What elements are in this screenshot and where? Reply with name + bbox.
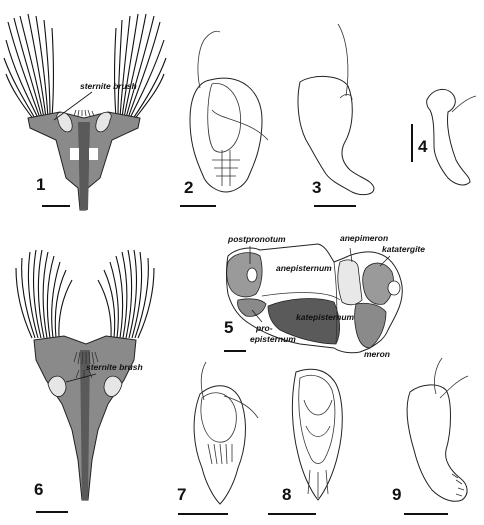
figure-5-postpronotum — [226, 252, 263, 298]
figure-6-lobe-left — [47, 375, 67, 397]
figure-8-arms — [303, 399, 333, 437]
figure-1-lobe-left — [56, 111, 73, 133]
figure-5-katatergite — [362, 262, 394, 305]
figure-5-spiracle-rear — [387, 280, 401, 296]
figure-8-inner — [298, 374, 336, 464]
figure-7-hatching — [207, 443, 233, 465]
figure-1-right-brush — [113, 13, 167, 121]
figure-5-leader-anepimeron — [349, 247, 353, 263]
figure-5-proepisternum — [237, 298, 267, 317]
figure-5-number: 5 — [224, 318, 233, 337]
figure-8-number: 8 — [282, 485, 291, 504]
figure-2-number: 2 — [184, 178, 193, 197]
figure-2-outline — [189, 77, 263, 193]
figure-5-thorax: postpronotum anepimeron katatergite anep… — [224, 233, 425, 359]
figure-7-genitalia: 7 — [177, 361, 259, 515]
figure-3-outline — [297, 76, 375, 196]
figure-1-number: 1 — [36, 175, 45, 194]
figure-5-label-episternum: episternum — [250, 334, 296, 344]
figure-1-setae — [73, 109, 95, 117]
figure-7-number: 7 — [177, 485, 186, 504]
figure-5-leader-proepisternum — [251, 309, 263, 323]
figure-2-base — [212, 150, 240, 186]
figure-1-median-stripe — [78, 122, 90, 210]
figure-5-label-anepimeron: anepimeron — [340, 233, 388, 243]
figure-1-label-sternite-brush: sternite brush — [80, 81, 137, 91]
figure-5-spiracle-front — [246, 267, 258, 283]
figure-5-label-katepisternum: katepisternum — [296, 312, 355, 322]
figure-5-anepimeron — [337, 259, 363, 306]
figure-7-seta — [200, 361, 259, 419]
figure-9-seta — [434, 357, 469, 399]
figure-5-leader-katatergite — [379, 255, 391, 267]
figure-2-hook — [197, 30, 269, 141]
figure-2-inner — [207, 83, 241, 153]
figure-9-outline — [406, 384, 468, 502]
figure-1-left-brush — [3, 13, 55, 121]
figure-1-lobe-right — [95, 111, 112, 133]
figure-3-gonostylus: 3 — [297, 23, 375, 207]
figure-6-right-brush — [97, 249, 155, 339]
figure-6-median-stripe — [80, 350, 90, 500]
figure-3-seta — [337, 23, 349, 97]
figure-3-number: 3 — [312, 178, 321, 197]
figure-6-left-brush — [15, 249, 73, 339]
figure-5-meron — [354, 302, 387, 349]
figure-1-pale-spot-left — [70, 148, 79, 160]
figure-5-label-postpronotum: postpronotum — [227, 234, 286, 244]
figure-5-label-anepisternum: anepisternum — [276, 263, 332, 273]
figure-9-gonostylus: 9 — [392, 357, 469, 515]
figure-6-label-line — [65, 373, 97, 383]
figure-4-number: 4 — [418, 137, 428, 156]
figure-8-genitalia: 8 — [268, 368, 343, 515]
figure-5-label-meron: meron — [364, 349, 390, 359]
figure-6-number: 6 — [34, 480, 43, 499]
figure-4-seta — [451, 95, 477, 113]
figure-6-setae — [73, 351, 99, 379]
figure-7-inner — [200, 392, 237, 443]
figure-4-outline — [426, 89, 471, 186]
figure-5-label-pro: pro- — [255, 323, 273, 333]
figure-6-label-sternite-brush: sternite brush — [86, 362, 143, 372]
figure-6-sternite: sternite brush 6 — [15, 249, 155, 513]
figure-1-pale-spot-right — [89, 148, 98, 160]
figure-8-tip — [307, 469, 329, 498]
figure-2-genitalia: 2 — [180, 30, 269, 207]
figure-5-label-katatergite: katatergite — [382, 244, 425, 254]
figure-4-structure: 4 — [411, 89, 477, 186]
figure-1-sternite: sternite brush 1 — [3, 13, 167, 211]
figure-5-sutures — [261, 261, 341, 345]
figure-3-claw — [339, 94, 353, 101]
figure-6-lobe-right — [103, 375, 123, 397]
figure-9-number: 9 — [392, 485, 401, 504]
figure-1-label-line — [53, 91, 93, 121]
figure-9-hatching — [451, 473, 465, 497]
figure-8-outline — [291, 368, 343, 501]
